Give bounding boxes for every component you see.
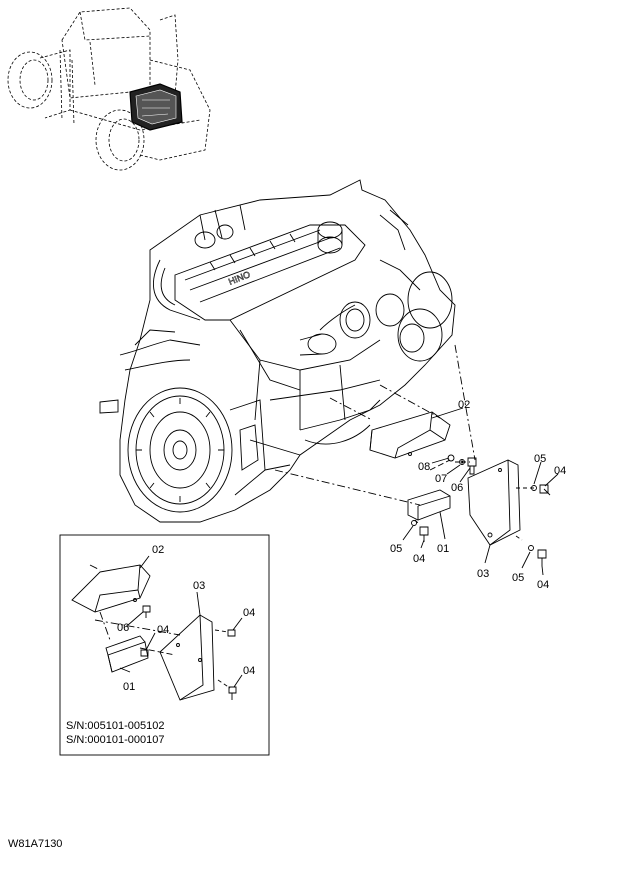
svg-text:HINO: HINO xyxy=(227,269,252,287)
callout-04c: 04 xyxy=(537,579,549,591)
callout-05c: 05 xyxy=(512,572,524,584)
callout-05b: 05 xyxy=(390,543,402,555)
callout-07: 07 xyxy=(435,473,447,485)
main-callouts: 02 08 07 06 05 04 05 04 01 03 05 04 xyxy=(390,399,566,591)
inset-callout-03: 03 xyxy=(193,580,205,592)
callout-02: 02 xyxy=(458,399,470,411)
fastener-04a xyxy=(539,484,551,496)
inset-callout-01: 01 xyxy=(123,681,135,693)
callout-06: 06 xyxy=(451,482,463,494)
exploded-parts xyxy=(274,344,559,576)
machine-thumbnail xyxy=(7,7,211,171)
fastener-04c xyxy=(537,549,547,566)
serial-number-range-2: S/N:000101-000107 xyxy=(66,734,165,746)
callout-08: 08 xyxy=(418,461,430,473)
inset-callout-04a: 04 xyxy=(157,624,169,636)
callout-05a: 05 xyxy=(534,453,546,465)
callout-04a: 04 xyxy=(554,465,566,477)
fastener-07 xyxy=(459,459,465,465)
fastener-05c xyxy=(528,545,534,551)
fastener-05b xyxy=(411,520,417,526)
callout-01: 01 xyxy=(437,543,449,555)
inset-callout-06: 06 xyxy=(117,622,129,634)
figure-id: W81A7130 xyxy=(8,838,63,850)
serial-inset-box xyxy=(59,534,270,756)
fastener-06 xyxy=(467,457,477,475)
callout-03: 03 xyxy=(477,568,489,580)
inset-callout-04c: 04 xyxy=(243,665,255,677)
inset-callout-02: 02 xyxy=(152,544,164,556)
callout-04b: 04 xyxy=(413,553,425,565)
serial-number-range-1: S/N:005101-005102 xyxy=(66,720,165,732)
inset-callouts: 02 03 06 04 04 01 04 xyxy=(117,544,255,693)
inset-callout-04b: 04 xyxy=(243,607,255,619)
fastener-05a xyxy=(531,485,537,491)
fastener-04b xyxy=(419,526,429,542)
